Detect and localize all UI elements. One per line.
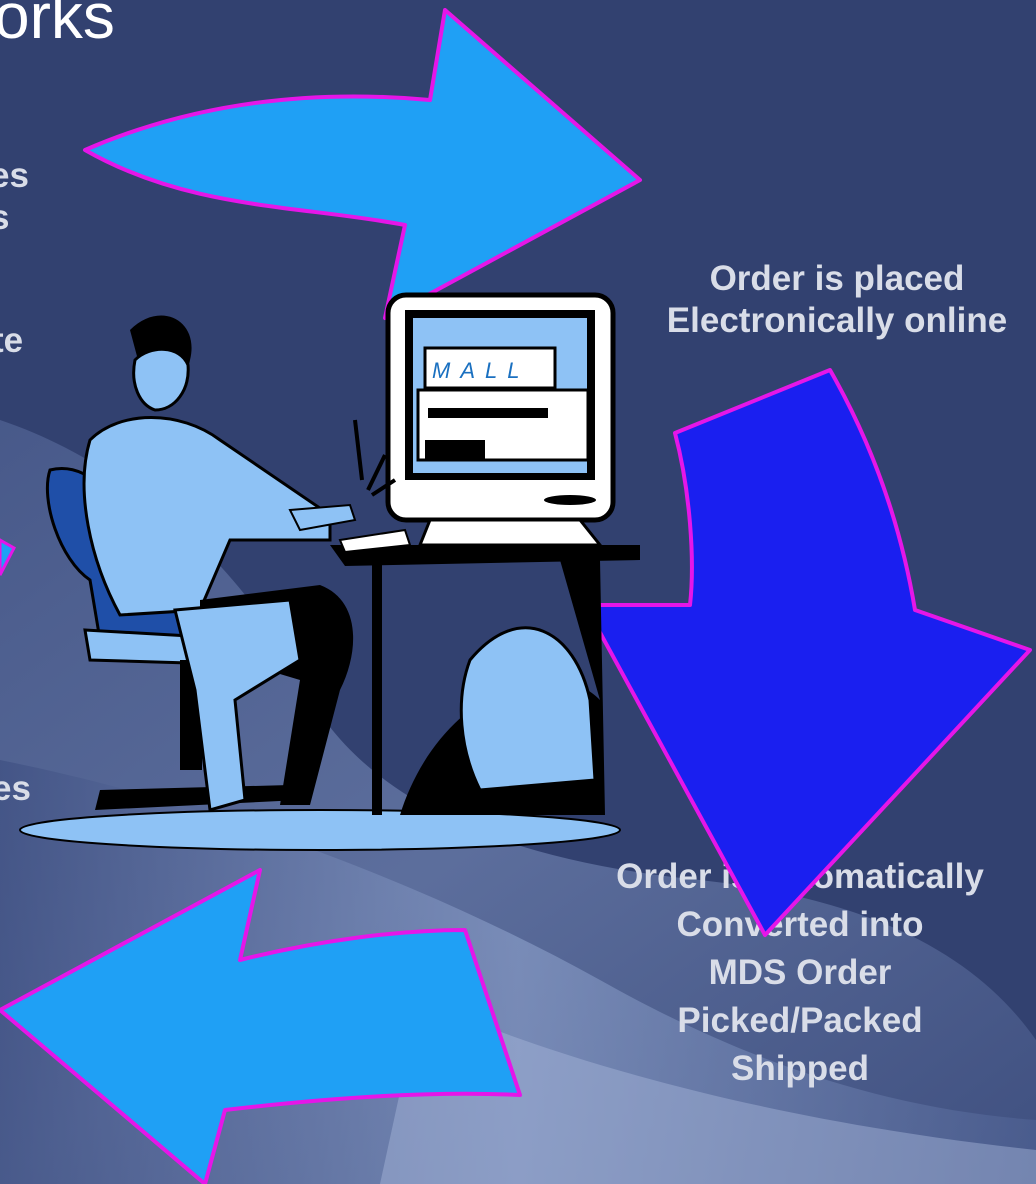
slide-title: orks xyxy=(0,0,115,52)
left-bottom-line-1: es xyxy=(0,769,31,808)
order-placed-line-2: Electronically online xyxy=(666,301,1008,340)
down-arrow-icon xyxy=(583,368,1032,937)
monitor-icon: MALL xyxy=(385,292,616,547)
order-placed-line-1: Order is placed xyxy=(709,259,965,298)
order-processing-line-2: Converted into xyxy=(676,905,924,944)
monitor-sign: MALL xyxy=(432,358,529,383)
left-top-line-2: s xyxy=(0,197,29,239)
left-edge-arrow-icon xyxy=(0,538,16,576)
bottom-left-arrow-icon xyxy=(0,868,522,1184)
left-top-text: es s xyxy=(0,155,29,239)
left-bottom-line-2: l xyxy=(0,810,31,852)
top-right-arrow-icon xyxy=(83,8,642,320)
order-processing-line-4: Picked/Packed xyxy=(677,1001,923,1040)
left-bottom-text: es l xyxy=(0,768,31,852)
left-mid-text: te xyxy=(0,321,24,360)
order-processing-line-3: MDS Order xyxy=(708,953,892,992)
order-placed-text: Order is placed Electronically online xyxy=(587,258,1036,342)
order-processing-line-5: Shipped xyxy=(730,1049,870,1088)
left-top-line-1: es xyxy=(0,156,29,195)
